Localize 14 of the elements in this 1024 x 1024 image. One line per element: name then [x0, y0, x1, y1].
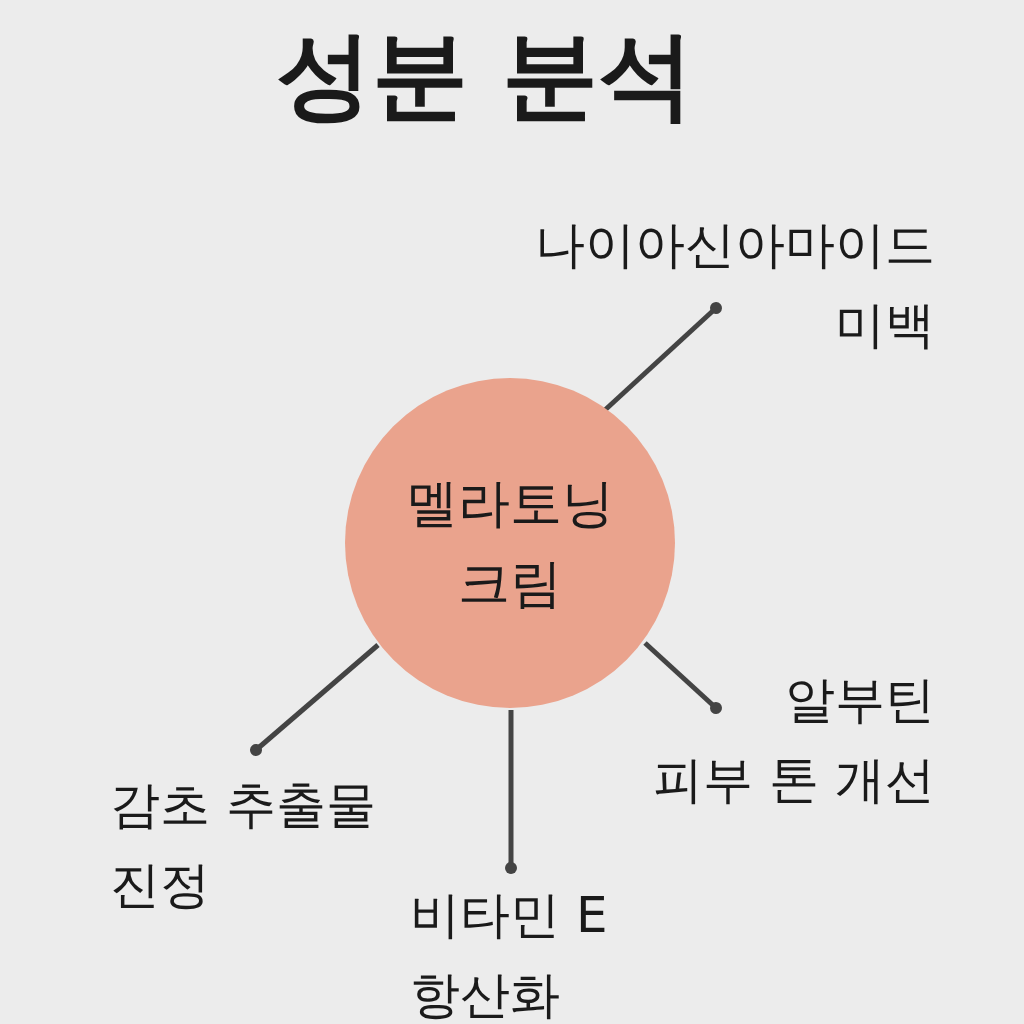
connector [505, 710, 517, 874]
center-label: 멜라토닝 크림 [405, 472, 615, 615]
ingredient-name: 나이아신아마이드 [534, 215, 935, 276]
connector [250, 643, 380, 756]
connector [643, 641, 722, 714]
ingredient-name: 알부틴 [784, 670, 935, 731]
title: 성분 분석 [275, 18, 695, 133]
connector [603, 302, 722, 412]
effect-text: 미백 [834, 295, 935, 356]
effect-text: 진정 [110, 855, 211, 916]
effect-text: 항산화 [410, 965, 561, 1024]
ingredient-name: 감초 추출물 [110, 775, 377, 836]
ingredient-name: 비타민 E [410, 885, 609, 946]
effect-text: 피부 톤 개선 [652, 750, 935, 811]
